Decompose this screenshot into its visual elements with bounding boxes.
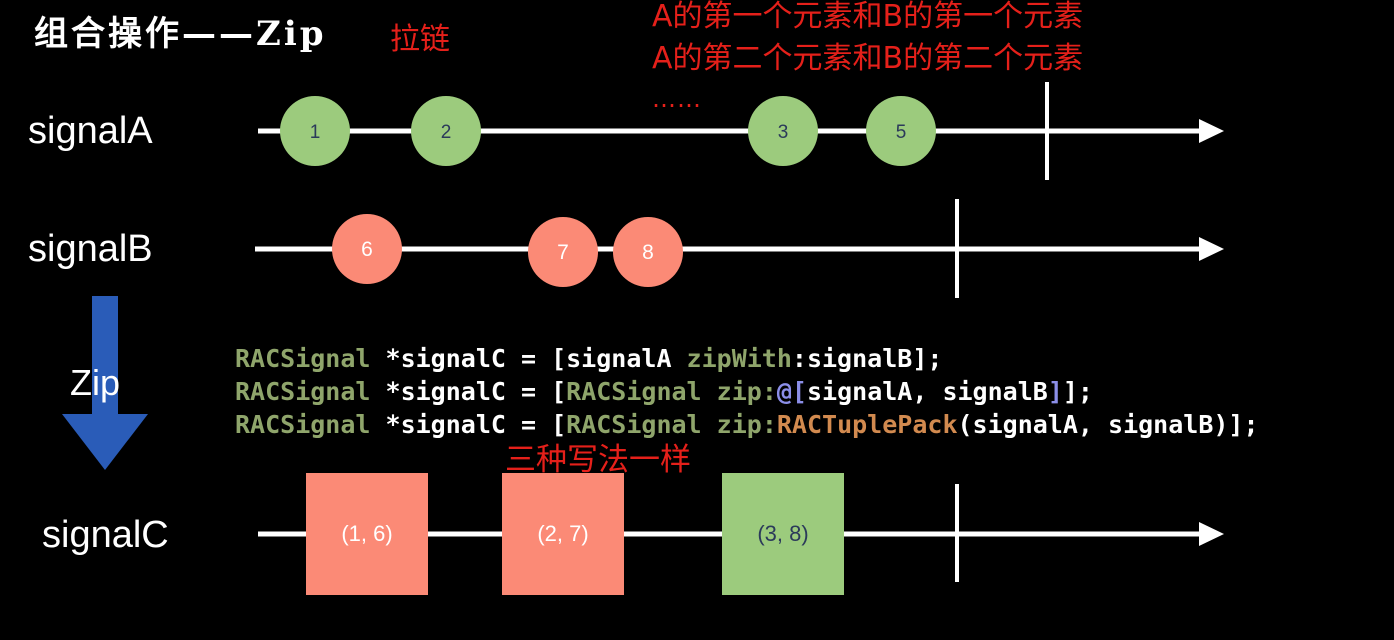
note-ellipsis: …… [652,85,702,113]
zip-operator-label: Zip [70,362,121,403]
zip-down-arrow-icon [62,296,148,470]
svg-text:7: 7 [557,241,569,264]
code-line-3: RACSignal *signalC = [RACSignal zip:RACT… [235,410,1259,439]
marble-b-8: 8 [613,217,683,287]
same-note: 三种写法一样 [505,442,691,478]
code-line-1: RACSignal *signalC = [signalA zipWith:si… [235,344,943,373]
svg-text:5: 5 [896,122,907,143]
tuple-box-2-7: (2, 7) [502,473,624,595]
marble-b-7: 7 [528,217,598,287]
signal-b-arrowhead [1199,237,1224,261]
marble-b-6: 6 [332,214,402,284]
tuple-box-3-8: (3, 8) [722,473,844,595]
marble-a-2: 2 [411,96,481,166]
svg-text:3: 3 [778,122,789,143]
subtitle: 拉链 [390,22,450,57]
marble-a-5: 5 [866,96,936,166]
marble-a-3: 3 [748,96,818,166]
signal-c-arrowhead [1199,522,1224,546]
svg-text:6: 6 [361,238,373,261]
marble-a-1: 1 [280,96,350,166]
svg-text:8: 8 [642,241,654,264]
signal-a-arrowhead [1199,119,1224,143]
page-title: 组合操作——Zip [34,14,327,54]
note-line-2: A的第二个元素和B的第二个元素 [652,41,1084,76]
signal-a-label: signalA [28,110,153,152]
signal-b-label: signalB [28,228,153,270]
signal-c-label: signalC [42,514,169,556]
note-line-1: A的第一个元素和B的第一个元素 [652,0,1084,34]
svg-text:1: 1 [310,122,321,143]
svg-text:2: 2 [441,122,452,143]
tuple-box-1-6: (1, 6) [306,473,428,595]
code-line-2: RACSignal *signalC = [RACSignal zip:@[si… [235,377,1093,406]
